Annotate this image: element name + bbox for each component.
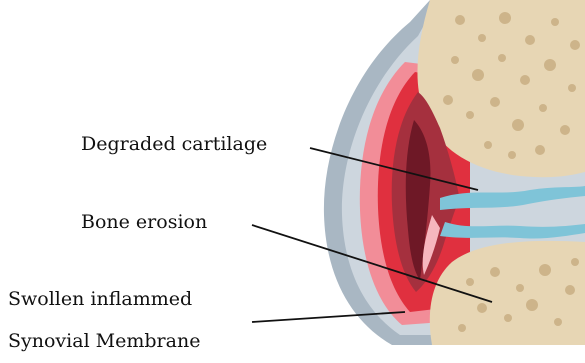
- label-bone-erosion: Bone erosion: [81, 213, 207, 232]
- label-swollen-inflammed: Swollen inflammed: [8, 290, 192, 309]
- label-degraded-cartilage: Degraded cartilage: [81, 135, 267, 154]
- label-synovial-membrane: Synovial Membrane: [8, 332, 200, 351]
